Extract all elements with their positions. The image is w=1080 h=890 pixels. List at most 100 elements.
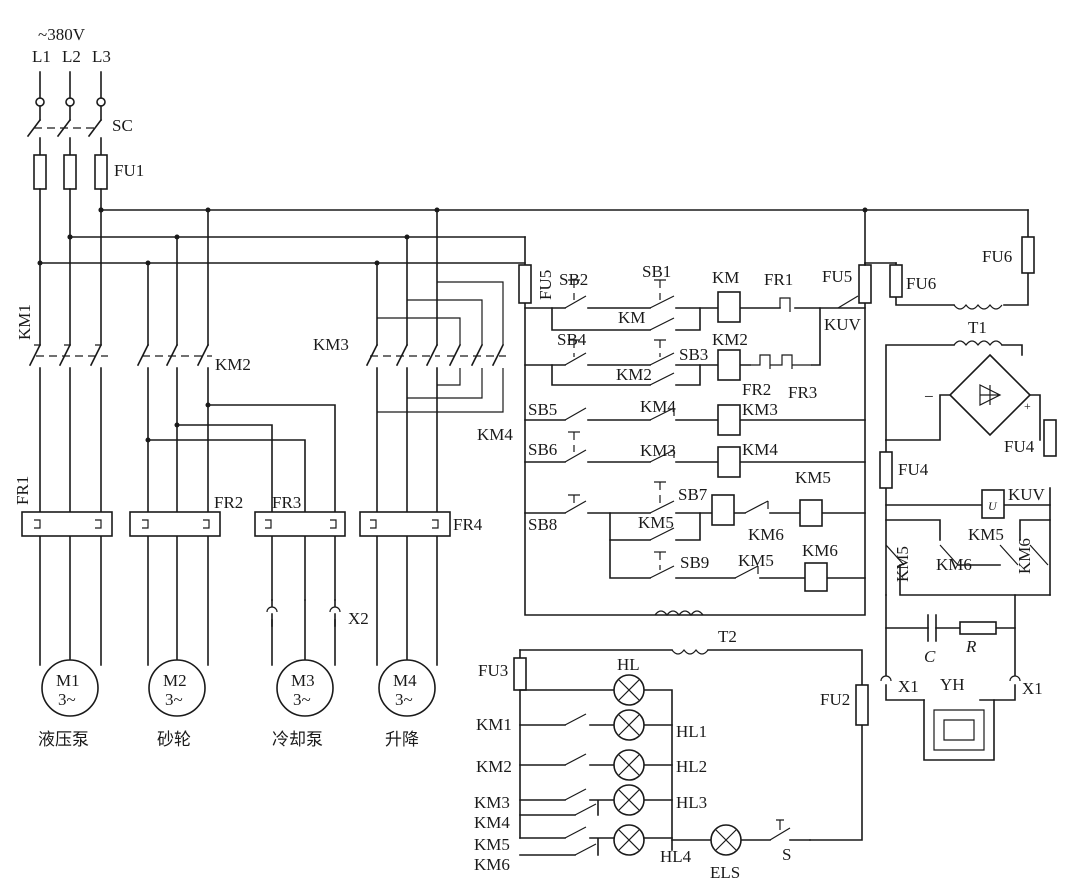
x1-right-label: X1 <box>1022 679 1043 698</box>
main-switch-sc: SC <box>26 105 133 156</box>
m2-caption: 砂轮 <box>157 730 191 750</box>
fr3-main-label: FR3 <box>272 493 301 512</box>
m4-branch: KM3 KM4 <box>313 207 513 666</box>
sb4-label: SB4 <box>557 330 587 349</box>
phase-l2-label: L2 <box>62 47 81 66</box>
minus-label: − <box>924 387 934 406</box>
fr4-main-label: FR4 <box>453 515 483 534</box>
fu2-label: FU2 <box>820 690 850 709</box>
power-buses <box>37 188 1029 266</box>
m1-branch: KM1 <box>15 207 108 666</box>
sb6-label: SB6 <box>528 440 557 459</box>
fu6-right-label: FU6 <box>982 247 1012 266</box>
sb7-label: SB7 <box>678 485 708 504</box>
m3-branch: X2 <box>266 599 369 666</box>
km2-hold-label: KM2 <box>616 365 652 384</box>
km5-lamp-label: KM5 <box>474 835 510 854</box>
supply-voltage-label: ~380V <box>38 25 86 44</box>
km6-coil-label: KM6 <box>802 541 838 560</box>
svg-text:L2: L2 <box>62 47 81 66</box>
km5-interlock-label: KM5 <box>738 551 774 570</box>
fr2-contact-label: FR2 <box>742 380 771 399</box>
km2-lamp-label: KM2 <box>476 757 512 776</box>
hl3-label: HL3 <box>676 793 707 812</box>
m2-name: M2 <box>163 671 187 690</box>
m4-name: M4 <box>393 671 417 690</box>
control-circuit: FU5 FU5 SB2 SB1 KM FR1 KUV KM SB4 SB3 KM… <box>518 207 872 616</box>
fuse-fu1: FU1 <box>33 154 144 190</box>
yh-label: YH <box>940 675 965 694</box>
km3-main-label: KM3 <box>313 335 349 354</box>
sc-label: SC <box>112 116 133 135</box>
km1-lamp-label: KM1 <box>476 715 512 734</box>
fu4-right-label: FU4 <box>1004 437 1035 456</box>
fu4-left-label: FU4 <box>898 460 929 479</box>
km5-chuck-left-label: KM5 <box>893 546 912 582</box>
fu3-label: FU3 <box>478 661 508 680</box>
s-switch-label: S <box>782 845 791 864</box>
els-label: ELS <box>710 863 740 882</box>
t2-label: T2 <box>718 627 737 646</box>
motor-m3: M3 3~ 冷却泵 <box>272 659 334 750</box>
chuck-circuit: FU6 FU6 T1 − + FU4 FU4 U KUV KM5 KM6 KM5… <box>864 209 1057 761</box>
svg-text:L1: L1 <box>32 47 51 66</box>
km6-chuck-label: KM6 <box>936 555 972 574</box>
thermal-relays: FR1 FR2 FR3 FR4 <box>13 476 483 537</box>
svg-text:L3: L3 <box>92 47 111 66</box>
km4-main-label: KM4 <box>477 425 513 444</box>
sb2-label: SB2 <box>559 270 588 289</box>
m4-type: 3~ <box>395 690 413 709</box>
motor-m4: M4 3~ 升降 <box>378 659 436 750</box>
fr3-contact-label: FR3 <box>788 383 817 402</box>
m2-branch: KM2 <box>136 207 336 666</box>
m2-type: 3~ <box>165 690 183 709</box>
km3-lamp-label: KM3 <box>474 793 510 812</box>
km2-coil-label: KM2 <box>712 330 748 349</box>
km6-lamp-label: KM6 <box>474 855 510 874</box>
km4-lamp-label: KM4 <box>474 813 510 832</box>
km3-interlock-label: KM3 <box>640 441 676 460</box>
km1-main-label: KM1 <box>15 304 34 340</box>
m3-name: M3 <box>291 671 315 690</box>
km-coil-label: KM <box>712 268 739 287</box>
t1-label: T1 <box>968 318 987 337</box>
m1-name: M1 <box>56 671 80 690</box>
sb3-label: SB3 <box>679 345 708 364</box>
km5-hold-label: KM5 <box>638 513 674 532</box>
phase-l1-label: L1 <box>32 47 51 66</box>
hl4-label: HL4 <box>660 847 692 866</box>
fu6-left-label: FU6 <box>906 274 936 293</box>
plus-label: + <box>1024 399 1031 413</box>
phase-labels: L1 L2 L3 <box>32 47 111 66</box>
m4-caption: 升降 <box>385 730 419 750</box>
sb5-label: SB5 <box>528 400 557 419</box>
km5-chuck-right-label: KM5 <box>968 525 1004 544</box>
fu5-left-label: FU5 <box>536 270 555 300</box>
hl1-label: HL1 <box>676 722 707 741</box>
supply-terminals <box>35 71 106 107</box>
x1-left-label: X1 <box>898 677 919 696</box>
fr1-contact-label: FR1 <box>764 270 793 289</box>
sb1-label: SB1 <box>642 262 671 281</box>
phase-l3-label: L3 <box>92 47 111 66</box>
km4-coil-label: KM4 <box>742 440 778 459</box>
m1-type: 3~ <box>58 690 76 709</box>
sb9-label: SB9 <box>680 553 709 572</box>
km5-coil-label: KM5 <box>795 468 831 487</box>
km6-interlock-label: KM6 <box>748 525 784 544</box>
fr2-main-label: FR2 <box>214 493 243 512</box>
km2-main-label: KM2 <box>215 355 251 374</box>
hl-label: HL <box>617 655 640 674</box>
r-label: R <box>965 637 977 656</box>
fr1-main-label: FR1 <box>13 476 32 505</box>
m3-type: 3~ <box>293 690 311 709</box>
x2-label: X2 <box>348 609 369 628</box>
motor-m1: M1 3~ 液压泵 <box>38 659 99 750</box>
u-label: U <box>988 499 998 513</box>
kuv-contact-label: KUV <box>824 315 862 334</box>
kuv-coil-label: KUV <box>1008 485 1046 504</box>
km-hold-label: KM <box>618 308 645 327</box>
m3-caption: 冷却泵 <box>272 730 323 750</box>
c-label: C <box>924 647 936 666</box>
